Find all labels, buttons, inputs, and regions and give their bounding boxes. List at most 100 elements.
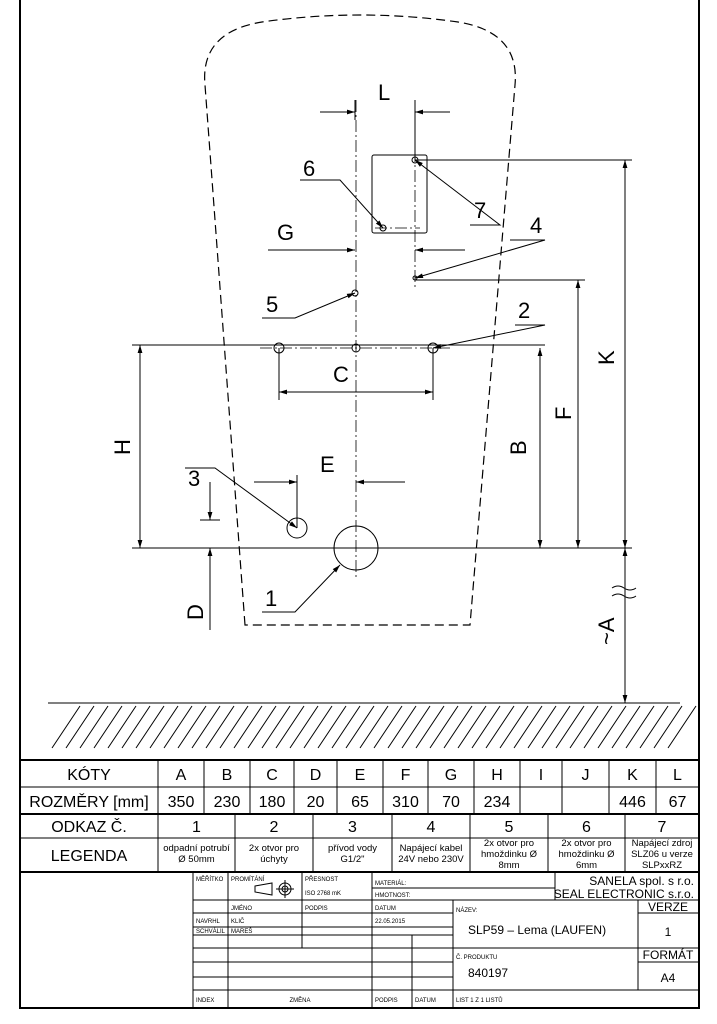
legend-text: přívod vody: [328, 843, 377, 854]
dim-label-c: C: [333, 362, 349, 387]
weight-label: HMOTNOST:: [375, 893, 411, 899]
leader-lines: [185, 159, 546, 613]
dims-value: 70: [442, 794, 460, 811]
legend-header-label: ODKAZ Č.: [51, 817, 127, 836]
legend-number: 7: [658, 819, 667, 836]
designed-by-label: NAVRHL: [196, 919, 221, 925]
dim-label-a: ~A: [594, 617, 619, 645]
legend-text: hmoždinku Ø: [481, 849, 538, 860]
dims-value: 67: [669, 794, 687, 811]
dims-column-header: L: [673, 767, 682, 784]
dim-label-h: H: [110, 439, 135, 455]
dims-column-header: K: [627, 767, 638, 784]
tolerance-label: PŘESNOST: [305, 875, 338, 883]
ref-3: 3: [188, 466, 200, 491]
dims-value: 310: [392, 794, 419, 811]
dims-value: 446: [619, 794, 646, 811]
designed-date: 22.05.2015: [375, 919, 406, 925]
dim-label-d: D: [183, 604, 208, 620]
power-supply-box: [371, 154, 428, 234]
dims-column-header: I: [539, 767, 543, 784]
scale-label: MĚŘÍTKO: [196, 875, 224, 883]
date-header: DATUM: [375, 906, 396, 912]
approved-by-label: SCHVÁLIL: [196, 928, 226, 935]
legend-number: 1: [192, 819, 201, 836]
product-number: 840197: [468, 966, 508, 980]
legend-text: odpadní potrubí: [163, 843, 230, 854]
name-header: JMÉNO: [231, 905, 252, 912]
dim-label-l: L: [378, 80, 390, 105]
dim-label-f: F: [551, 407, 576, 420]
ref-6: 6: [303, 156, 315, 181]
dims-value: 230: [214, 794, 241, 811]
legend-text: Ø 50mm: [178, 854, 215, 865]
ref-7: 7: [474, 198, 486, 223]
dims-column-header: J: [582, 767, 590, 784]
material-label: MATERIÁL:: [375, 880, 407, 887]
change-label: ZMĚNA: [290, 996, 311, 1004]
anchor-hole-6mm: [379, 224, 387, 232]
format-value: A4: [661, 971, 676, 985]
ref-4: 4: [530, 213, 542, 238]
dimension-lines: [137, 109, 637, 703]
company-name-1: SANELA spol. s r.o.: [589, 874, 694, 888]
legend-text: G1/2": [341, 854, 365, 865]
projection-symbol-icon: [254, 880, 294, 898]
drawing-frame: [19, 0, 700, 1009]
legend-text: 8mm: [498, 860, 519, 871]
company-name-2: SEAL ELECTRONIC s.r.o.: [554, 887, 694, 901]
date-label: DATUM: [415, 998, 436, 1004]
dims-column-header: D: [310, 767, 322, 784]
legend-text: 6mm: [576, 860, 597, 871]
dims-column-header: G: [445, 767, 457, 784]
legend-text: hmoždinku Ø: [559, 849, 616, 860]
extension-lines: [132, 100, 632, 549]
ref-5: 5: [266, 292, 278, 317]
format-label: FORMÁT: [643, 947, 694, 962]
dims-column-header: C: [266, 767, 278, 784]
legend-text: 2x otvor pro: [249, 843, 299, 854]
dim-label-k: K: [594, 350, 619, 365]
sheet-label: LIST 1 Z 1 LISTŮ: [456, 997, 503, 1004]
dimensions-table: KÓTY ROZMĚRY [mm] ODKAZ Č. LEGENDA A 350 B…: [20, 759, 700, 873]
dims-value: 65: [351, 794, 369, 811]
legend-text: 2x otvor pro: [484, 838, 534, 849]
dim-label-e: E: [320, 452, 335, 477]
dims-value: 20: [307, 794, 325, 811]
legend-text: úchyty: [260, 854, 288, 865]
legend-value-label: LEGENDA: [51, 848, 128, 865]
approved-by-name: MAREŠ: [231, 928, 252, 935]
title-label: NÁZEV:: [456, 907, 478, 914]
legend-text: 24V nebo 230V: [398, 854, 464, 865]
title-block: MĚŘÍTKO PROMÍTÁNÍ PŘESNOST ISO 2768 mK M…: [192, 872, 699, 1008]
dim-label-b: B: [506, 440, 531, 455]
index-label: INDEX: [196, 998, 214, 1004]
legend-number: 5: [505, 819, 514, 836]
projection-label: PROMÍTÁNÍ: [231, 876, 265, 883]
tolerance-value: ISO 2768 mK: [305, 891, 341, 897]
legend-text: Napájecí zdroj: [632, 838, 693, 849]
dims-value-label: ROZMĚRY [mm]: [29, 792, 148, 811]
legend-text: SLZ06 u verze: [631, 849, 693, 860]
dims-header-label: KÓTY: [67, 765, 111, 784]
dims-value: 234: [484, 794, 511, 811]
dims-column-header: E: [355, 767, 366, 784]
version-label: VERZE: [648, 900, 688, 914]
dims-column-header: B: [222, 767, 233, 784]
signature-header: PODPIS: [305, 906, 328, 912]
legend-text: 2x otvor pro: [561, 838, 611, 849]
legend-number: 6: [582, 819, 591, 836]
dims-column-header: F: [401, 767, 411, 784]
dims-column-header: A: [176, 767, 187, 784]
legend-number: 4: [427, 819, 436, 836]
ref-2: 2: [518, 298, 530, 323]
dims-value: 350: [168, 794, 195, 811]
floor-hatching: [51, 705, 697, 749]
legend-number: 2: [270, 819, 279, 836]
legend-text: Napájecí kabel: [400, 843, 463, 854]
product-number-label: Č. PRODUKTU: [456, 954, 497, 961]
dims-column-header: H: [491, 767, 503, 784]
version-value: 1: [665, 925, 672, 939]
dim-label-g: G: [277, 220, 294, 245]
